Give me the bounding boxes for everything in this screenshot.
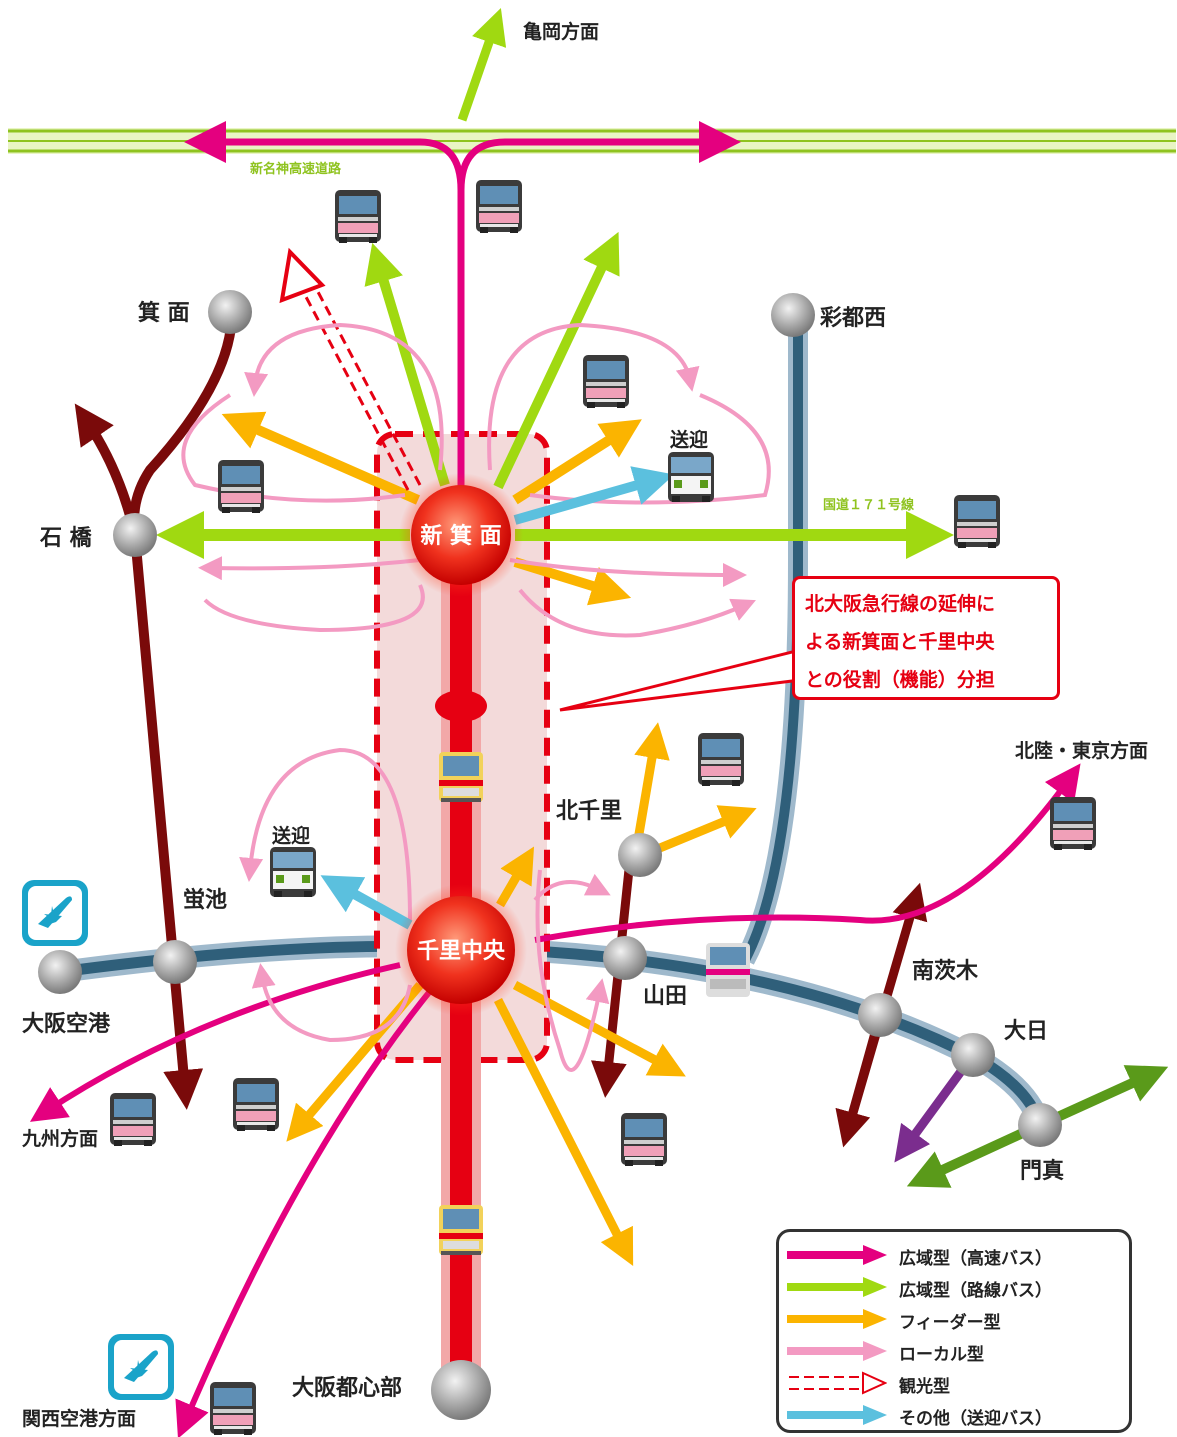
bus-icon	[210, 1382, 256, 1435]
legend-swatch	[787, 1405, 887, 1425]
legend-item-local: ローカル型	[787, 1336, 1127, 1366]
airplane-icon-osaka	[22, 880, 88, 946]
label-osaka-airport: 大阪空港	[22, 1011, 111, 1037]
hub-senri-chuo: 千里中央	[395, 884, 527, 1016]
hub-shin-minoh-label: 新 箕 面	[420, 523, 501, 549]
station-kita-senri	[618, 833, 662, 877]
highway-bus-routes	[29, 121, 1081, 1437]
legend: 広域型（高速バス） 広域型（路線バス） フィーダー型 ローカル型 観光型 その他…	[776, 1229, 1132, 1433]
label-kameoka: 亀岡方面	[523, 20, 599, 43]
intermediate-station	[435, 690, 487, 722]
legend-label: フィーダー型	[899, 1313, 1001, 1333]
label-osaka-center: 大阪都心部	[292, 1375, 402, 1401]
legend-swatch	[787, 1277, 887, 1297]
legend-label: 広域型（路線バス）	[899, 1281, 1052, 1301]
legend-swatch	[787, 1341, 887, 1361]
pickup-arrow-south	[320, 875, 413, 930]
bus-icon	[698, 733, 744, 786]
label-minoh: 箕 面	[138, 300, 190, 326]
label-ishibashi: 石 橋	[39, 526, 93, 551]
label-kansai-airport: 関西空港方面	[22, 1407, 136, 1430]
station-minoh	[208, 290, 252, 334]
legend-item-pickup: その他（送迎バス）	[787, 1400, 1127, 1430]
legend-label: 広域型（高速バス）	[899, 1249, 1052, 1269]
bus-icon	[218, 460, 264, 513]
pickup-bus-icon	[270, 847, 316, 897]
bus-icon	[335, 190, 381, 243]
legend-swatch	[789, 1371, 887, 1395]
bus-icons	[22, 180, 1096, 1435]
callout-box: 北大阪急行線の延伸に よる新箕面と千里中央 との役割（機能）分担	[792, 576, 1060, 700]
station-ishibashi	[113, 513, 157, 557]
station-hotarugaike	[153, 940, 197, 984]
legend-swatch	[787, 1245, 887, 1265]
bus-icon	[954, 495, 1000, 548]
legend-item-feeder: フィーダー型	[787, 1304, 1127, 1334]
pickup-bus-icon	[668, 452, 714, 502]
legend-label: ローカル型	[899, 1345, 984, 1365]
callout-line: よる新箕面と千里中央	[805, 631, 995, 653]
label-saito-nishi: 彩都西	[819, 306, 886, 331]
callout-line: 北大阪急行線の延伸に	[805, 593, 996, 615]
label-yamada: 山田	[643, 984, 687, 1009]
stations	[38, 290, 1062, 1420]
place-labels: 亀岡方面 箕 面 彩都西 石 橋 北千里 蛍池 大阪空港 山田 南茨木 大日 門…	[21, 20, 1148, 1430]
label-pickup-south: 送迎	[272, 824, 310, 847]
monorail-icon	[706, 943, 750, 997]
legend-label: その他（送迎バス）	[899, 1409, 1052, 1429]
station-kadoma	[1018, 1103, 1062, 1147]
station-saito-nishi	[771, 293, 815, 337]
bus-icon	[583, 355, 629, 408]
label-pickup-north: 送迎	[670, 428, 708, 451]
train-icon	[439, 752, 483, 802]
label-hotarugaike: 蛍池	[183, 887, 227, 913]
pickup-arrow-north	[513, 466, 675, 525]
legend-item-route-bus: 広域型（路線バス）	[787, 1272, 1127, 1302]
legend-swatch	[787, 1309, 887, 1329]
station-yamada	[603, 936, 647, 980]
hub-senri-chuo-label: 千里中央	[417, 938, 506, 964]
station-dainichi	[951, 1033, 995, 1077]
label-route171: 国道１７１号線	[823, 497, 915, 513]
label-minami-ibaraki: 南茨木	[912, 959, 979, 984]
callout-pointer	[559, 648, 802, 712]
legend-item-tourist: 観光型	[787, 1368, 1127, 1398]
label-dainichi: 大日	[1004, 1019, 1048, 1044]
tourist-route	[279, 247, 422, 491]
label-kita-senri: 北千里	[556, 799, 622, 824]
route-bus-arrows	[156, 7, 954, 559]
airplane-icon-kansai	[108, 1334, 174, 1400]
label-kadoma: 門真	[1020, 1158, 1064, 1184]
label-kyushu: 九州方面	[21, 1127, 98, 1150]
hub-shin-minoh: 新 箕 面	[399, 473, 523, 597]
bus-icon	[621, 1113, 667, 1166]
bus-icon	[110, 1093, 156, 1146]
legend-label: 観光型	[899, 1377, 950, 1397]
legend-item-highway-bus: 広域型（高速バス）	[787, 1240, 1127, 1270]
train-icon	[439, 1205, 483, 1255]
station-minami-ibaraki	[858, 993, 902, 1037]
bus-icon	[233, 1078, 279, 1131]
bus-icon	[1050, 797, 1096, 850]
station-osaka-airport	[38, 950, 82, 994]
bus-icon	[476, 180, 522, 233]
station-osaka-center	[431, 1360, 491, 1420]
label-hokuriku-tokyo: 北陸・東京方面	[1015, 739, 1148, 762]
callout-line: との役割（機能）分担	[805, 669, 995, 691]
label-shinmeishin: 新名神高速道路	[250, 161, 342, 177]
